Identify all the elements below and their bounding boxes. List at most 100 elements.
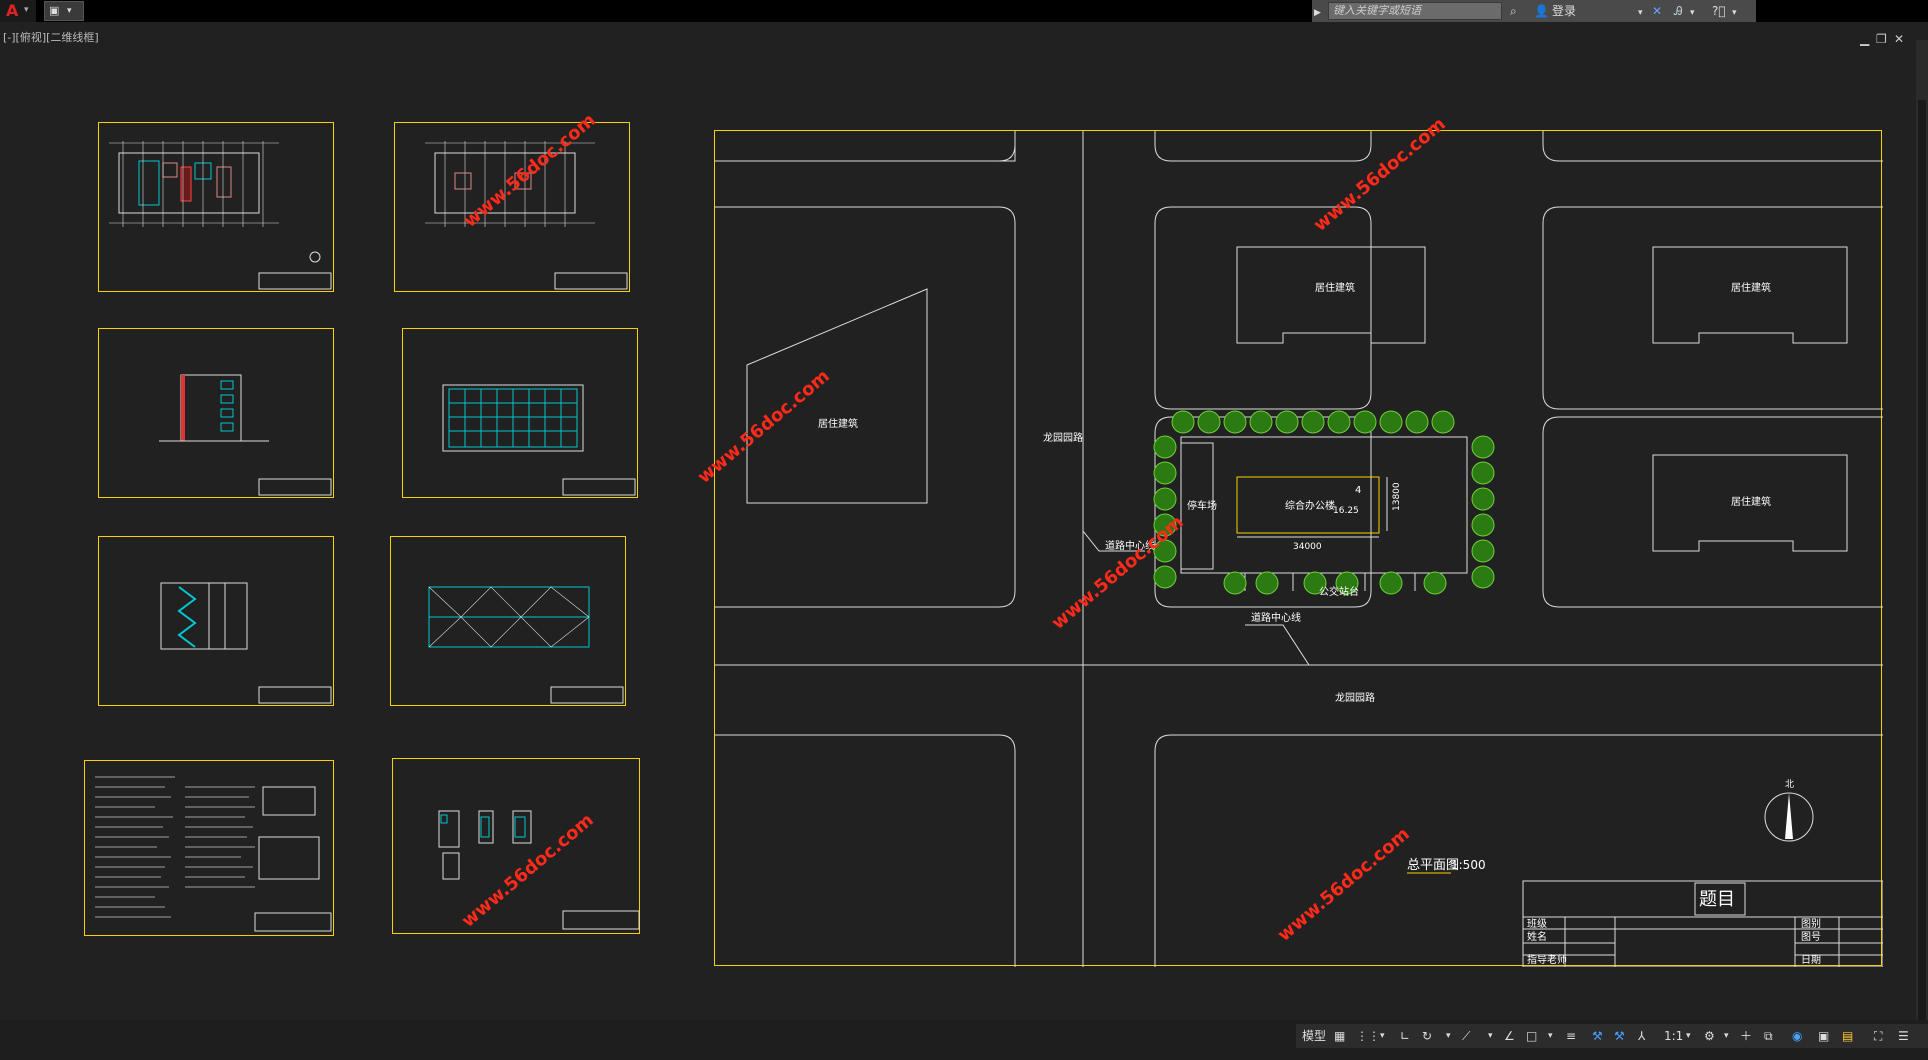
title-bar: A ▾ ▣ ▾ ▶ 键入关键字或短语 ⌕ 👤 登录 ▾ ✕ Ꭿ ▾ ?⃝ ▾: [0, 0, 1928, 22]
tree-symbol: [1171, 410, 1195, 434]
label-building-right-top: 居住建筑: [1731, 281, 1771, 294]
minimize-icon[interactable]: ▁: [1860, 32, 1870, 46]
scale-dropdown[interactable]: 1:1: [1664, 1029, 1684, 1043]
osnap-icon[interactable]: ⟋: [1462, 1029, 1471, 1043]
search-input[interactable]: 键入关键字或短语: [1328, 2, 1502, 20]
chevron-down-icon[interactable]: ▾: [1732, 8, 1737, 18]
sheet-section-1[interactable]: [98, 536, 334, 706]
infocenter-bar: ▶ 键入关键字或短语 ⌕ 👤 登录 ▾ ✕ Ꭿ ▾ ?⃝ ▾: [1312, 0, 1756, 22]
polar-icon[interactable]: ↻: [1422, 1029, 1433, 1043]
tree-symbol: [1303, 571, 1327, 595]
auto-scale-icon[interactable]: ⚒: [1614, 1029, 1625, 1043]
tree-symbol: [1471, 565, 1495, 589]
tree-symbol: [1471, 513, 1495, 537]
sheet-elevation-2[interactable]: [402, 328, 638, 498]
chevron-down-icon[interactable]: ▾: [1724, 1031, 1729, 1041]
chevron-down-icon[interactable]: ▾: [1380, 1031, 1385, 1041]
label-parking: 停车场: [1187, 499, 1217, 512]
floor-plan-2-drawing: [425, 141, 628, 290]
hardware-acceleration-icon[interactable]: ⧉: [1764, 1029, 1773, 1043]
sheet-elevation-1[interactable]: [98, 328, 334, 498]
binoculars-icon[interactable]: ⌕: [1510, 4, 1517, 18]
quick-access-toolbar[interactable]: ▣ ▾: [44, 1, 84, 21]
chevron-down-icon[interactable]: ▾: [1548, 1031, 1553, 1041]
site-plan-sheet[interactable]: 居住建筑 居住建筑 居住建筑 居住建筑 龙园园路 龙园园路 道路中心线 道路中心…: [714, 130, 1883, 967]
label-north: 北: [1785, 779, 1794, 790]
scrollbar-thumb[interactable]: [1918, 100, 1926, 1040]
tree-symbol: [1153, 513, 1177, 537]
section-1-drawing: [160, 582, 332, 704]
annotation-scale-icon[interactable]: ⅄: [1638, 1029, 1646, 1043]
tree-symbol: [1153, 539, 1177, 563]
connect-icon[interactable]: Ꭿ: [1674, 4, 1683, 18]
status-tray: [1296, 1024, 1928, 1048]
lineweight-icon[interactable]: ≡: [1566, 1029, 1577, 1043]
label-main-building: 综合办公楼: [1285, 499, 1335, 512]
model-space-button[interactable]: 模型: [1302, 1029, 1327, 1043]
snap-icon[interactable]: ⋮⋮: [1356, 1029, 1380, 1043]
tree-symbol: [1153, 435, 1177, 459]
label-bus-stop: 公交站台: [1319, 585, 1359, 598]
grid-icon[interactable]: ▦: [1334, 1029, 1346, 1043]
sheet-floor-plan-1[interactable]: [98, 122, 334, 292]
label-drawing-title: 总平面图: [1407, 858, 1459, 873]
chevron-down-icon[interactable]: ▾: [1686, 1031, 1691, 1041]
sheet-design-notes[interactable]: [84, 760, 334, 936]
sheet-roof-plan[interactable]: [390, 536, 626, 706]
roof-plan-drawing: [428, 586, 624, 704]
chevron-down-icon[interactable]: ▾: [1488, 1031, 1493, 1041]
titleblock-teacher: 指导老师: [1527, 953, 1567, 966]
elevation-2-drawing: [442, 384, 636, 496]
restore-icon[interactable]: ❐: [1876, 32, 1887, 46]
tree-symbol: [1335, 571, 1359, 595]
chevron-down-icon[interactable]: ▾: [1638, 8, 1643, 18]
tree-symbol: [1423, 571, 1447, 595]
label-elevation: 16.25: [1333, 506, 1359, 516]
expand-arrow-icon[interactable]: ▶: [1314, 8, 1321, 18]
exchange-icon[interactable]: ✕: [1652, 4, 1663, 18]
fullscreen-icon[interactable]: ⛶: [1874, 1029, 1883, 1043]
ortho-icon[interactable]: ∟: [1400, 1029, 1411, 1043]
workspace-icon: ▣: [49, 4, 60, 17]
tree-symbol: [1471, 461, 1495, 485]
viewport-label[interactable]: [-][俯视][二维线框]: [3, 31, 99, 44]
titleblock-name: 姓名: [1527, 930, 1547, 943]
sheet-floor-plan-2[interactable]: [394, 122, 630, 292]
sheet-details[interactable]: [392, 758, 640, 934]
viewport-icon[interactable]: □: [1526, 1029, 1538, 1043]
tree-symbol: [1153, 565, 1177, 589]
vertical-scrollbar[interactable]: [1916, 40, 1928, 1040]
tree-symbols: [1153, 410, 1495, 595]
tree-symbol: [1255, 571, 1279, 595]
tree-symbol: [1275, 410, 1299, 434]
graphics-performance-icon[interactable]: ▤: [1842, 1029, 1854, 1043]
tree-symbol: [1379, 410, 1403, 434]
elevation-1-drawing: [159, 374, 332, 496]
gear-icon[interactable]: ⚙: [1704, 1029, 1715, 1043]
angle-icon[interactable]: ∠: [1504, 1029, 1515, 1043]
plus-icon[interactable]: ＋: [1740, 1029, 1753, 1043]
tree-symbol: [1431, 410, 1455, 434]
chevron-down-icon[interactable]: ▾: [1690, 8, 1695, 18]
isolate-objects-icon[interactable]: ◉: [1792, 1029, 1803, 1043]
titleblock-class: 班级: [1527, 918, 1547, 930]
close-icon[interactable]: ✕: [1894, 32, 1905, 46]
tree-symbol: [1153, 487, 1177, 511]
titleblock-drawing-type: 图别: [1801, 918, 1821, 930]
tree-symbol: [1379, 571, 1403, 595]
label-centerline-1: 道路中心线: [1105, 539, 1155, 552]
label-floors: 4: [1355, 485, 1361, 496]
titleblock-drawing-no: 图号: [1801, 931, 1821, 943]
application-menu-button[interactable]: A ▾: [0, 0, 36, 22]
annotation-visibility-icon[interactable]: ⚒: [1592, 1029, 1603, 1043]
chevron-down-icon[interactable]: ▾: [1446, 1031, 1451, 1041]
menu-icon[interactable]: ☰: [1898, 1029, 1909, 1043]
tree-symbol: [1471, 539, 1495, 563]
chevron-down-icon: ▾: [24, 5, 29, 15]
clean-screen-icon[interactable]: ▣: [1818, 1029, 1830, 1043]
site-plan-drawing: 居住建筑 居住建筑 居住建筑 居住建筑 龙园园路 龙园园路 道路中心线 道路中心…: [715, 131, 1883, 967]
label-building-left-mid: 居住建筑: [818, 417, 858, 430]
login-button[interactable]: 登录: [1552, 4, 1577, 18]
tree-symbol: [1471, 487, 1495, 511]
help-icon[interactable]: ?⃝: [1712, 4, 1726, 18]
